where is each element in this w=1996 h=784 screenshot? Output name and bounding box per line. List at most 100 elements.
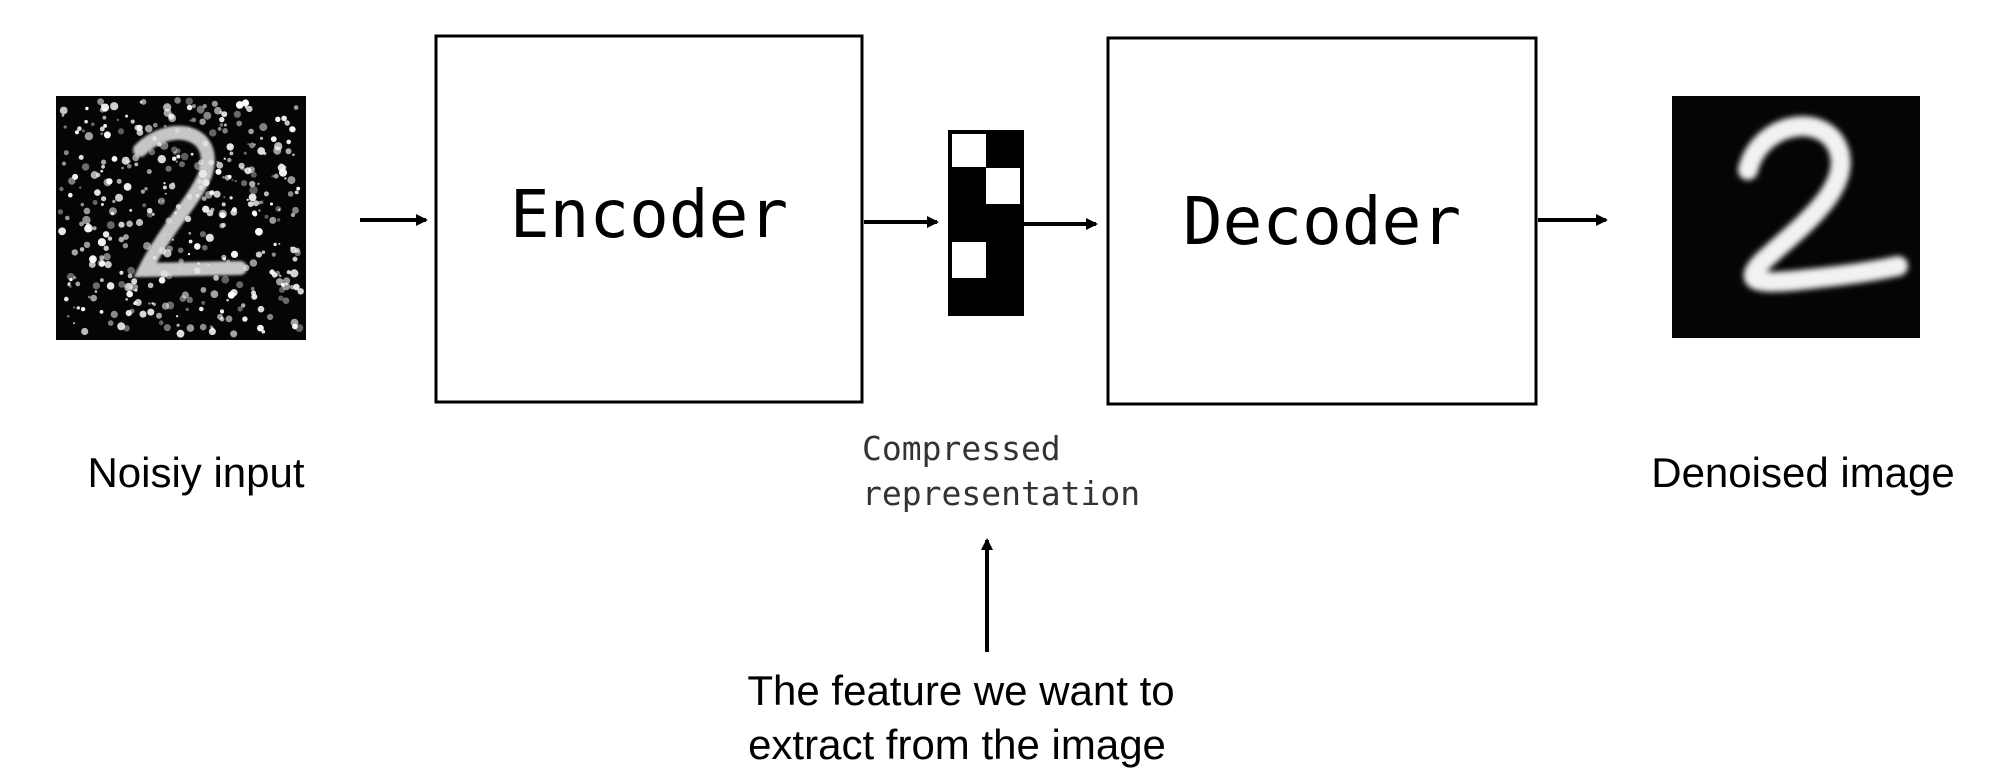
noise-speck <box>210 327 215 331</box>
noise-speck <box>221 111 228 118</box>
noise-speck <box>135 218 144 227</box>
noise-speck <box>117 322 126 331</box>
noise-speck <box>175 148 181 154</box>
noise-speck <box>88 261 96 268</box>
noise-speck <box>107 320 114 326</box>
noise-speck <box>106 282 115 290</box>
noise-speck <box>296 186 301 191</box>
encoder-label: Encoder <box>510 176 788 253</box>
noise-speck <box>250 286 255 291</box>
noise-speck <box>278 242 281 245</box>
noise-speck <box>290 212 296 218</box>
noise-speck <box>200 287 207 293</box>
noise-speck <box>174 97 181 104</box>
noise-speck <box>78 154 84 160</box>
noise-speck <box>181 291 189 299</box>
noise-speck <box>270 136 277 143</box>
noise-speck <box>99 260 106 267</box>
noise-speck <box>201 196 207 202</box>
noise-speck <box>219 123 224 127</box>
noise-speck <box>72 173 79 180</box>
noise-speck <box>176 323 180 327</box>
noise-speck <box>65 215 70 221</box>
noise-speck <box>216 161 224 169</box>
noise-speck <box>156 312 162 319</box>
noise-speck <box>257 182 260 185</box>
noise-speck <box>72 322 76 325</box>
noise-speck <box>106 221 115 230</box>
noise-speck <box>249 259 258 267</box>
noise-speck <box>179 295 187 302</box>
noise-speck <box>241 180 248 187</box>
noise-speck <box>87 226 91 230</box>
noise-speck <box>231 207 237 213</box>
noise-speck <box>248 193 257 202</box>
noise-speck <box>127 266 135 275</box>
noise-speck <box>276 218 281 222</box>
noise-speck <box>79 186 82 189</box>
noise-speck <box>257 305 265 313</box>
compressed-representation-block <box>948 130 1024 316</box>
noise-speck <box>94 290 98 293</box>
noise-speck <box>226 298 229 302</box>
noise-speck <box>92 200 98 205</box>
noise-speck <box>71 249 79 256</box>
noise-speck <box>284 120 290 126</box>
noise-speck <box>229 196 233 200</box>
noise-speck <box>287 176 296 185</box>
noise-speck <box>152 302 156 306</box>
noise-speck <box>63 150 69 156</box>
noise-speck <box>273 173 279 179</box>
noise-speck <box>160 141 169 150</box>
noise-speck <box>217 313 224 320</box>
noise-speck <box>289 126 296 133</box>
noise-speck <box>281 115 287 122</box>
noise-speck <box>240 166 245 171</box>
noise-speck <box>269 216 277 224</box>
noise-speck <box>278 295 284 301</box>
noise-speck <box>110 102 119 111</box>
noise-speck <box>294 247 300 253</box>
noise-speck <box>140 189 145 194</box>
noise-speck <box>270 202 273 206</box>
noise-speck <box>199 323 207 331</box>
noise-speck <box>274 142 283 151</box>
noise-speck <box>229 151 234 156</box>
noise-speck <box>243 151 247 155</box>
noise-speck <box>292 153 295 157</box>
noise-speck <box>211 100 218 107</box>
noise-speck <box>221 254 227 260</box>
noise-speck <box>153 122 158 128</box>
noise-speck <box>252 200 259 207</box>
noise-speck <box>58 227 66 236</box>
noise-speck <box>258 209 261 212</box>
noise-speck <box>251 293 258 300</box>
noise-speck <box>293 105 299 110</box>
noise-speck <box>203 111 212 120</box>
noise-speck <box>73 276 77 280</box>
noise-speck <box>292 206 299 214</box>
noise-speck <box>140 99 147 105</box>
noisy-input-label: Noisiy input <box>87 449 304 496</box>
noise-speck <box>246 198 249 201</box>
noise-speck <box>201 300 206 305</box>
noise-speck <box>73 306 76 309</box>
noise-speck <box>82 215 91 225</box>
noise-speck <box>134 299 142 306</box>
noise-speck <box>119 270 124 275</box>
noise-speck <box>158 320 164 326</box>
noise-speck <box>79 247 85 252</box>
noise-speck <box>123 325 130 332</box>
noise-speck <box>146 211 154 218</box>
noise-speck <box>147 282 154 289</box>
noise-speck <box>221 202 226 207</box>
noise-speck <box>187 252 191 256</box>
noise-speck <box>158 200 160 203</box>
noise-speck <box>255 227 263 236</box>
noise-speck <box>279 286 285 293</box>
noise-speck <box>100 203 104 206</box>
noise-speck <box>264 214 269 219</box>
noise-speck <box>131 278 138 285</box>
noise-speck <box>75 130 79 135</box>
noise-speck <box>126 220 133 228</box>
